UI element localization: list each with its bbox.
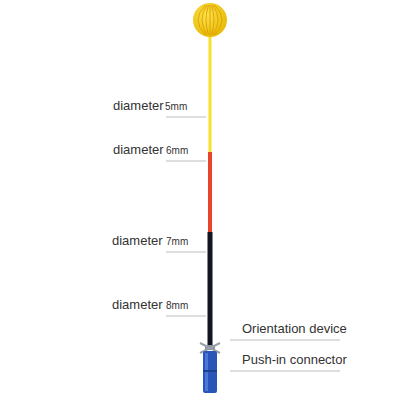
label-text: diameter — [112, 234, 163, 247]
push-in-connector — [203, 351, 217, 393]
dimension: 8mm — [166, 301, 188, 311]
ball-rib — [212, 5, 215, 35]
ball-rib — [213, 5, 218, 35]
part-name: Push-in connector — [242, 353, 347, 366]
dimension: 7mm — [166, 237, 188, 247]
ball-rib — [206, 5, 209, 35]
ball-rib — [210, 5, 211, 35]
yellow-segment — [209, 36, 212, 154]
part-name: Orientation device — [242, 322, 347, 335]
red-segment — [208, 152, 212, 234]
label-text: diameter — [112, 298, 163, 311]
float-ball — [193, 3, 227, 37]
black-segment — [208, 232, 213, 348]
dimension: 5mm — [165, 102, 187, 112]
label-text: diameter — [113, 99, 164, 112]
dimension: 6mm — [166, 146, 188, 156]
label-text: diameter — [113, 143, 164, 156]
ball-rib — [215, 5, 223, 35]
